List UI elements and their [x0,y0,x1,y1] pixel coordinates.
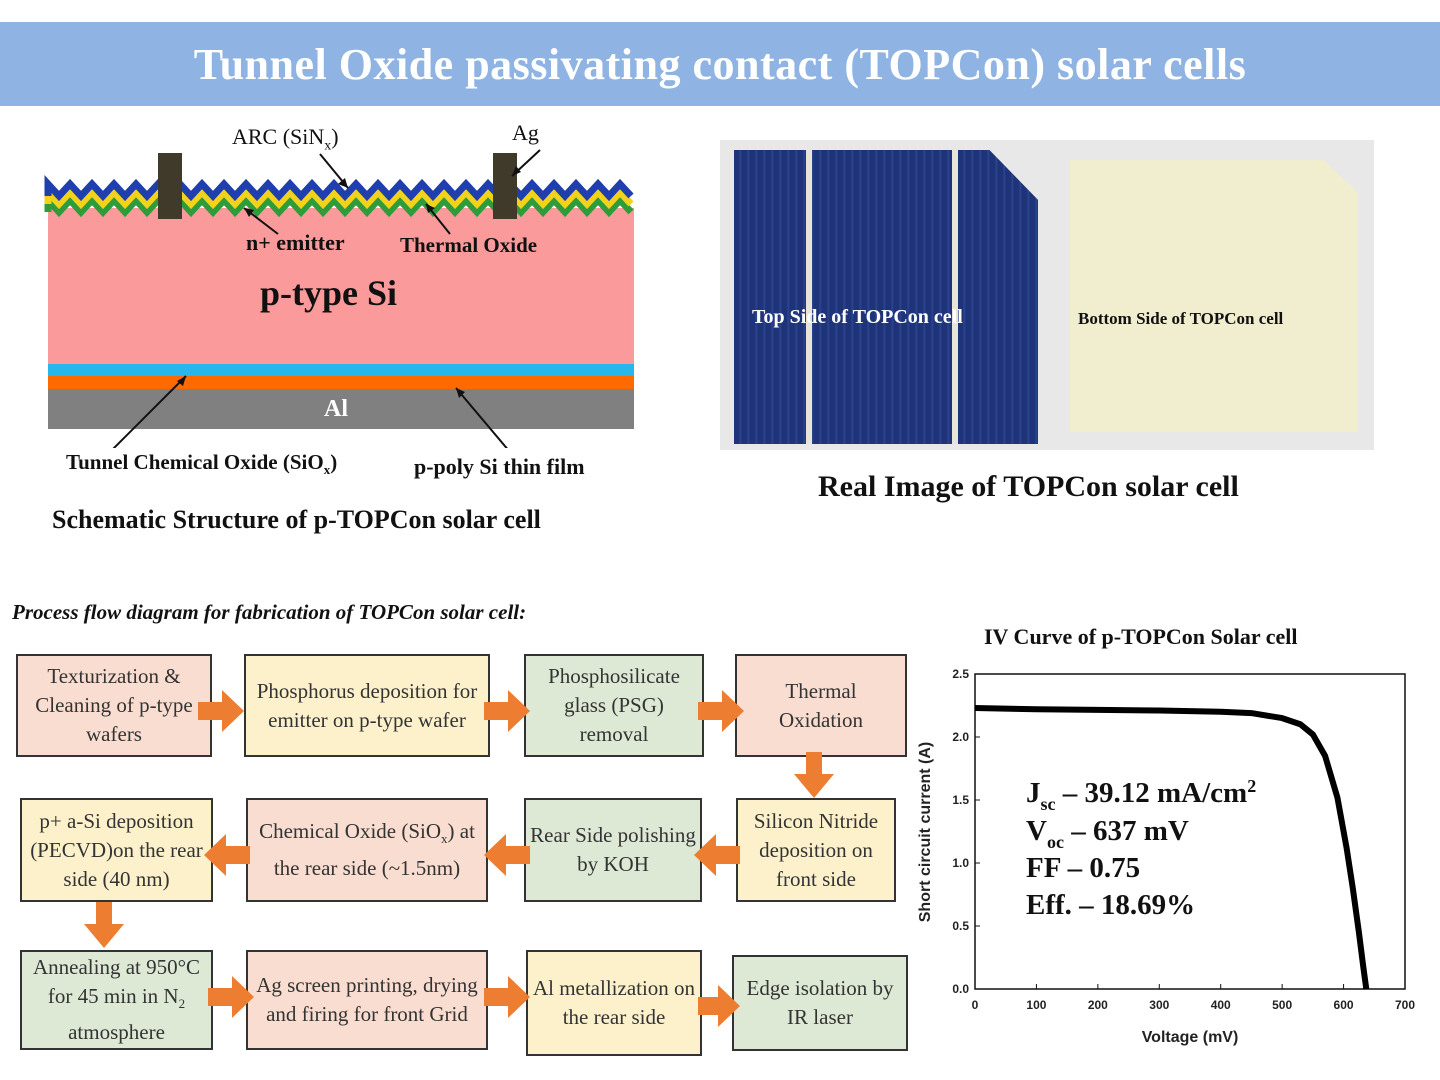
plot-frame [974,673,1406,990]
flow-arrow [198,690,244,732]
x-tick-label: 500 [1272,998,1292,1012]
step-texturization: Texturization & Cleaning of p-type wafer… [16,654,212,757]
ag-contact-right [493,153,517,219]
p-poly-layer [48,376,634,389]
eff-annotation: Eff. – 18.69% [1026,889,1195,921]
al-layer [48,389,634,429]
thermal-oxide-layer [44,183,634,210]
step-edge-isolation: Edge isolation by IR laser [732,955,908,1051]
iv-curve [974,705,1370,990]
bottom-cell-photo [1070,160,1358,432]
ff-annotation: FF – 0.75 [1026,852,1140,884]
x-tick-label: 100 [1026,998,1046,1012]
x-axis-label: Voltage (mV) [1142,1029,1239,1046]
step-rear-polishing: Rear Side polishing by KOH [524,798,702,902]
voc-annotation: Voc – 637 mV [1026,815,1189,852]
flow-arrow [694,834,740,876]
step-al-metallization: Al metallization on the rear side [526,950,702,1056]
flow-arrow [484,690,530,732]
flow-arrow [484,834,530,876]
y-tick-label: 2.0 [952,730,969,744]
step-annealing: Annealing at 950°C for 45 min in N2 atmo… [20,950,213,1050]
step-chemical-oxide: Chemical Oxide (SiOx) at the rear side (… [246,798,488,902]
arc-label: ARC (SiNx) [232,124,339,154]
ag-arrowhead [512,166,521,176]
busbar-left [806,150,812,444]
emitter-label: n+ emitter [246,230,345,255]
step-phosphorus-deposition: Phosphorus deposition for emitter on p-t… [244,654,490,757]
page-title: Tunnel Oxide passivating contact (TOPCon… [193,39,1247,89]
top-photo-label: Top Side of TOPCon cell [752,306,963,328]
emitter-layer [44,191,634,218]
step-a-si-deposition: p+ a-Si deposition (PECVD)on the rear si… [20,798,213,902]
flow-arrow [208,976,254,1018]
photo-caption: Real Image of TOPCon solar cell [818,470,1239,503]
schematic-caption: Schematic Structure of p-TOPCon solar ce… [52,505,541,534]
thermal-oxide-arrowhead [426,204,435,213]
thermal-oxide-label: Thermal Oxide [400,233,538,257]
poly-label: p-poly Si thin film [414,454,585,479]
arc-arrowhead [338,178,348,188]
flow-arrow [698,690,744,732]
bottom-photo-label: Bottom Side of TOPCon cell [1078,309,1284,328]
tunnel-pointer [112,375,187,448]
poly-pointer [455,387,508,448]
tunnel-arrowhead [177,376,186,386]
flow-arrow [698,985,740,1027]
tunnel-oxide-label: Tunnel Chemical Oxide (SiOx) [66,450,338,478]
poly-arrowhead [456,388,465,398]
y-tick-label: 0.5 [952,919,969,933]
x-tick-label: 0 [972,998,979,1012]
emitter-arrowhead [244,208,254,217]
ag-label: Ag [512,120,539,145]
substrate-label: p-type Si [260,273,398,313]
y-tick-label: 1.5 [952,793,969,807]
flow-arrow [84,902,124,948]
iv-chart: 0 100 200 300 400 500 600 700 0.0 0.5 1.0 1.5 2.0 2.… [917,667,1415,1046]
flow-arrow [484,976,530,1018]
x-tick-label: 200 [1088,998,1108,1012]
step-thermal-oxidation: Thermal Oxidation [735,654,907,757]
al-label: Al [324,396,348,422]
step-silicon-nitride: Silicon Nitride deposition on front side [736,798,896,902]
y-tick-label: 2.5 [952,667,969,681]
y-tick-label: 1.0 [952,856,969,870]
chart-title: IV Curve of p-TOPCon Solar cell [984,624,1298,649]
flow-arrow [204,834,250,876]
x-tick-label: 600 [1334,998,1354,1012]
schematic-diagram [44,149,634,448]
tunnel-oxide-layer [48,364,634,376]
title-banner: Tunnel Oxide passivating contact (TOPCon… [0,22,1440,106]
jsc-annotation: Jsc – 39.12 mA/cm2 [1026,776,1256,814]
step-ag-printing: Ag screen printing, drying and firing fo… [246,950,488,1050]
flow-arrow [794,752,834,798]
x-tick-label: 400 [1211,998,1231,1012]
x-tick-label: 700 [1395,998,1415,1012]
top-cell-photo [734,150,1038,444]
arc-layer [44,175,634,202]
ag-contact-left [158,153,182,219]
y-axis-label: Short circuit current (A) [917,742,934,922]
x-tick-label: 300 [1149,998,1169,1012]
process-arrows [84,690,834,1027]
substrate-layer [48,208,634,364]
process-title: Process flow diagram for fabrication of … [12,600,527,624]
y-tick-label: 0.0 [952,982,969,996]
busbar-right [952,150,958,444]
